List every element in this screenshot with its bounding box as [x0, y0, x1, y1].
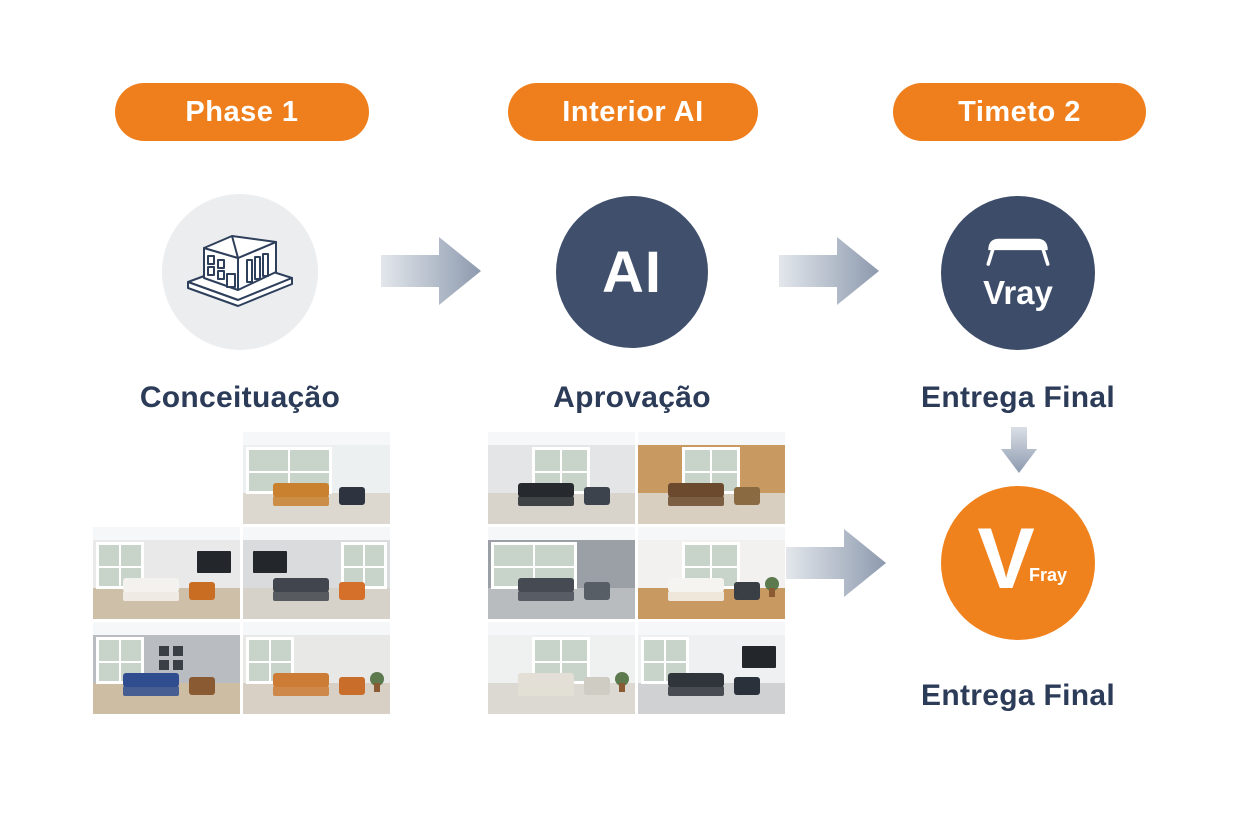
final-vray-circle: V Fray — [941, 486, 1095, 640]
arrow-right-icon — [779, 235, 879, 312]
badge-timeto-2-label: Timeto 2 — [958, 95, 1081, 128]
step-label-entrega-final: Entrega Final — [921, 381, 1115, 414]
empty-cell — [93, 432, 240, 524]
interior-thumbnail — [638, 432, 785, 524]
bench-icon — [976, 234, 1060, 273]
interior-thumbnail — [243, 527, 390, 619]
badge-interior-ai-label: Interior AI — [562, 95, 704, 128]
interior-thumbnail — [488, 432, 635, 524]
arrow-right-icon — [381, 235, 481, 312]
approval-render-grid — [488, 432, 785, 714]
final-circle-main-text: V — [977, 511, 1035, 607]
conceptualization-circle — [162, 194, 318, 350]
interior-thumbnail — [243, 622, 390, 714]
ai-circle-text: AI — [602, 239, 662, 305]
badge-timeto-2: Timeto 2 — [893, 83, 1146, 141]
interior-thumbnail — [243, 432, 390, 524]
interior-thumbnail — [638, 527, 785, 619]
badge-phase-1-label: Phase 1 — [185, 95, 299, 128]
building-sketch-icon — [180, 220, 300, 325]
interior-thumbnail — [488, 622, 635, 714]
arrow-right-icon — [786, 527, 886, 604]
vray-circle: Vray — [941, 196, 1095, 350]
interior-thumbnail — [488, 527, 635, 619]
vray-circle-text: Vray — [983, 274, 1053, 311]
arrow-down-icon — [1001, 427, 1037, 478]
interior-thumbnail — [93, 622, 240, 714]
badge-interior-ai: Interior AI — [508, 83, 758, 141]
badge-phase-1: Phase 1 — [115, 83, 369, 141]
interior-thumbnail — [638, 622, 785, 714]
step-label-conceituacao: Conceituação — [139, 381, 341, 414]
ai-circle: AI — [556, 196, 708, 348]
step-label-aprovacao: Aprovação — [553, 381, 711, 414]
final-circle-sub-text: Fray — [1028, 565, 1067, 585]
final-label-entrega-final: Entrega Final — [921, 679, 1115, 712]
concept-render-grid — [93, 432, 390, 714]
interior-thumbnail — [93, 527, 240, 619]
